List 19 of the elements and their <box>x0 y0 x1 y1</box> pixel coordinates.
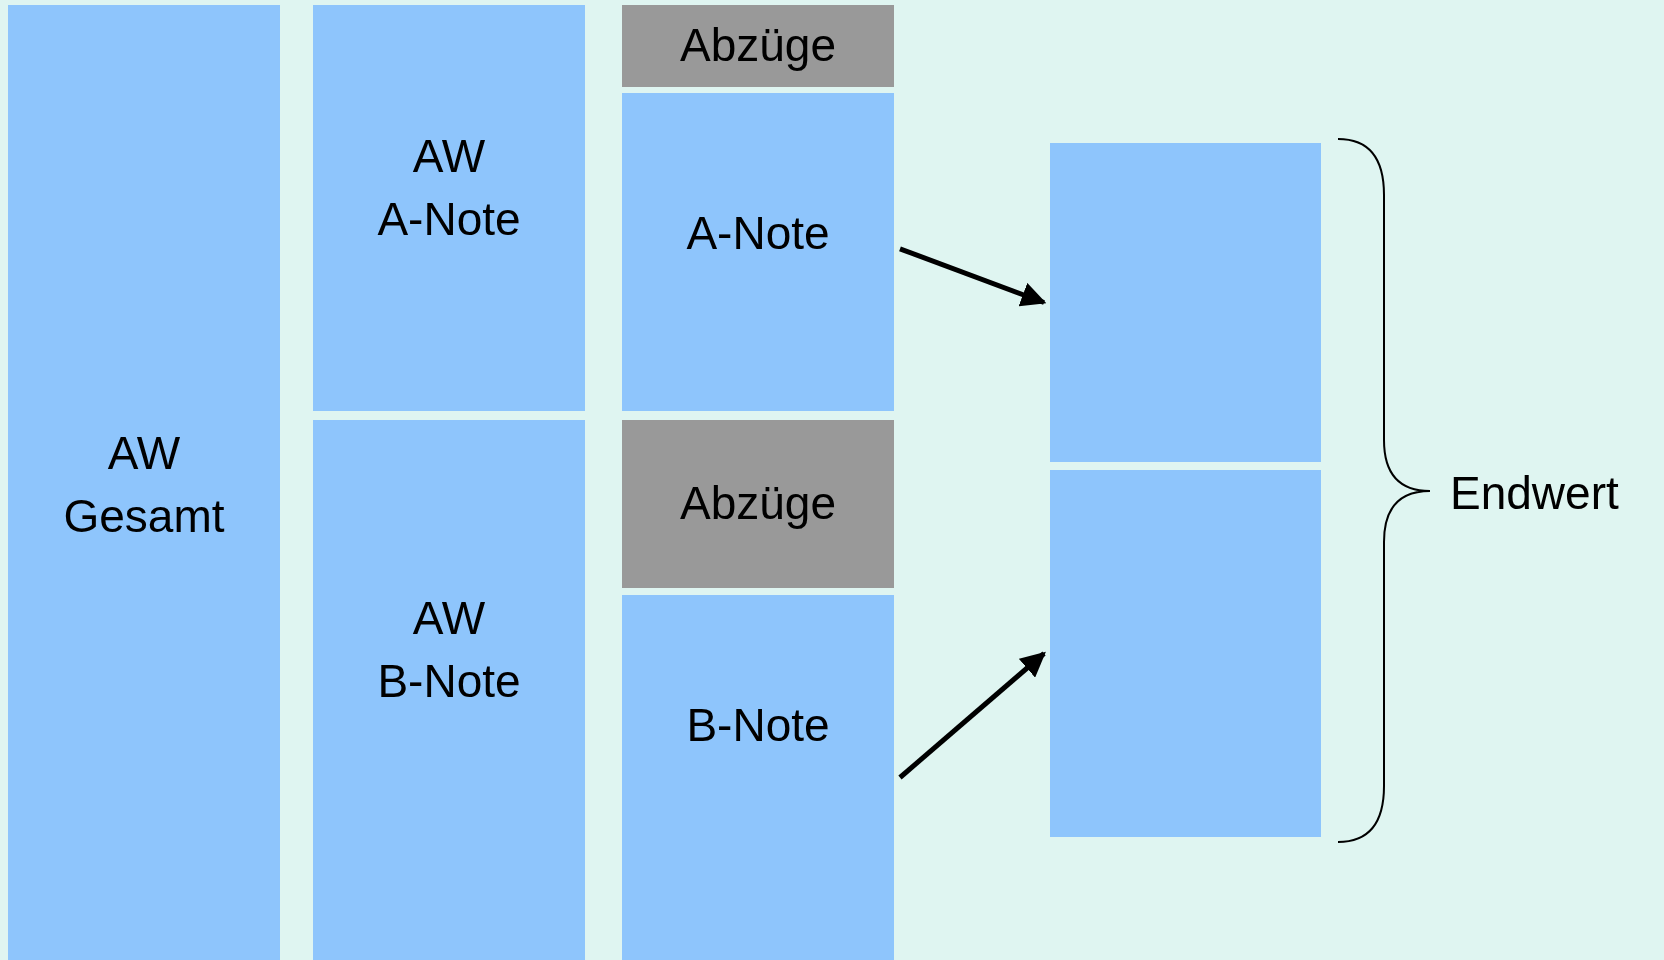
empty-box <box>1050 470 1321 837</box>
brace-label: Endwert <box>1450 466 1619 520</box>
box-label: AW Gesamt <box>62 425 226 544</box>
box-label: AW A-Note <box>376 128 522 247</box>
arrow <box>898 651 1046 780</box>
empty-box <box>1050 143 1321 462</box>
value-box <box>622 93 894 411</box>
value-box <box>313 420 585 960</box>
arrow <box>899 246 1047 307</box>
box-label: B-Note <box>685 697 831 753</box>
value-box <box>313 5 585 411</box>
value-box <box>8 5 280 960</box>
box-label: Abzüge <box>679 476 837 532</box>
box-label: AW B-Note <box>376 590 522 709</box>
deduction-box <box>622 420 894 588</box>
box-label: A-Note <box>685 206 831 262</box>
value-box <box>622 595 894 960</box>
box-label: Abzüge <box>679 18 837 74</box>
deduction-box <box>622 5 894 87</box>
